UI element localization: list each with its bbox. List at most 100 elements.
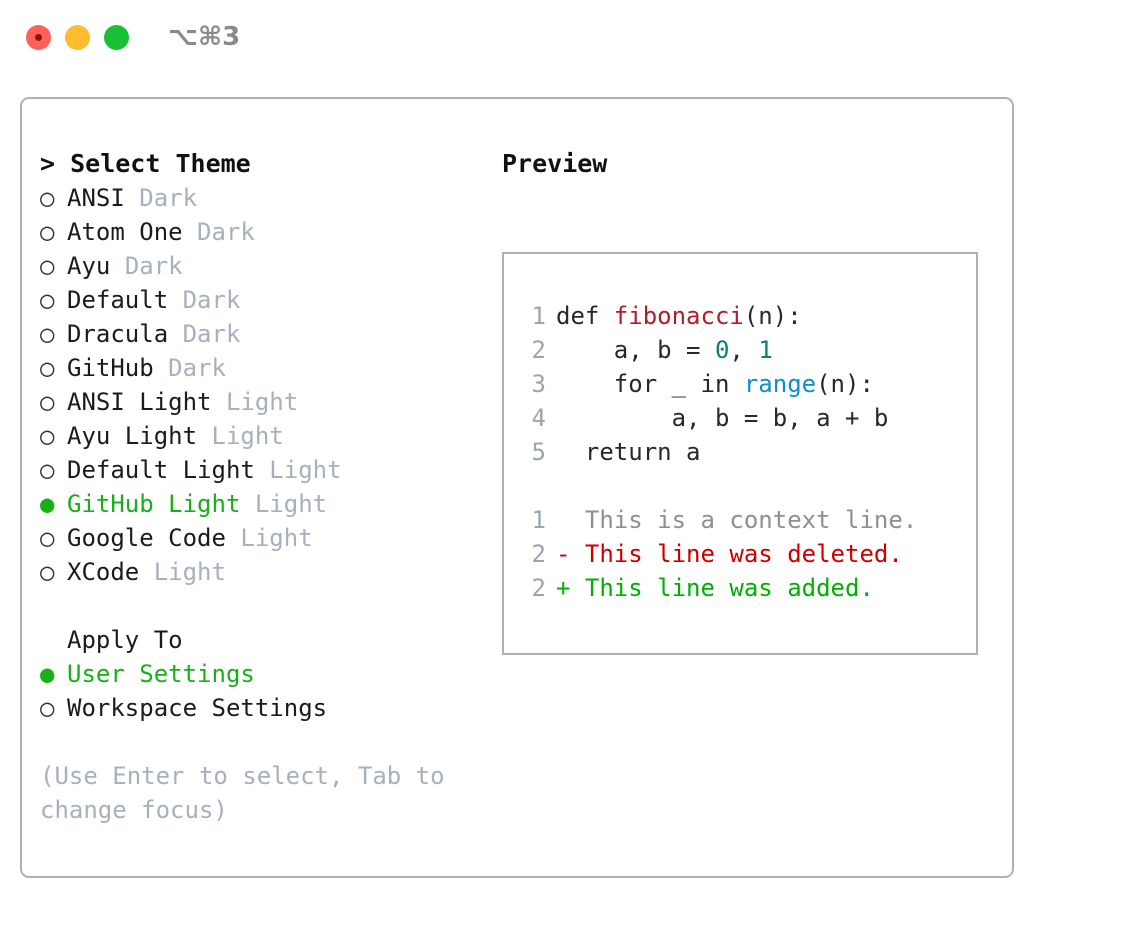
radio-unselected-icon[interactable]: ○ xyxy=(40,422,55,450)
line-number: 1 xyxy=(531,506,546,534)
apply-to-list: ● User Settings ○ Workspace Settings xyxy=(40,657,480,725)
page-title: > Select Theme xyxy=(40,149,251,178)
code-token: a, b = xyxy=(556,336,715,364)
preview-title: Preview xyxy=(502,149,608,178)
code-line: 2 a, b = 0, 1 xyxy=(522,333,917,367)
spacer xyxy=(255,453,269,487)
maximize-window-button[interactable] xyxy=(104,25,129,50)
theme-list-item[interactable]: ○ Dracula Dark xyxy=(40,317,480,351)
apply-to-label: Workspace Settings xyxy=(67,694,328,722)
code-line: 5 return a xyxy=(522,435,917,469)
code-token: a, b = b, a + b xyxy=(556,404,889,432)
theme-kind-badge: Light xyxy=(269,456,342,484)
diff-line: 1 This is a context line. xyxy=(522,503,918,537)
radio-selected-icon[interactable]: ● xyxy=(40,490,55,518)
theme-kind-badge: Light xyxy=(254,490,328,518)
line-number: 5 xyxy=(531,438,546,466)
theme-list-item[interactable]: ● GitHub Light Light xyxy=(40,487,480,521)
apply-to-option[interactable]: ● User Settings xyxy=(40,657,480,691)
theme-list-item[interactable]: ○ Ayu Dark xyxy=(40,249,480,283)
theme-name: ANSI Light xyxy=(67,388,212,416)
line-number: 3 xyxy=(531,370,546,398)
main-card: > Select Theme ○ANSI Dark○Atom One Dark○… xyxy=(20,97,1014,878)
radio-unselected-icon[interactable]: ○ xyxy=(40,184,55,212)
radio-selected-icon[interactable]: ● xyxy=(40,660,55,688)
close-window-button[interactable] xyxy=(26,25,51,50)
radio-unselected-icon[interactable]: ○ xyxy=(40,354,55,382)
code-token: fibonacci xyxy=(613,302,744,330)
spacer xyxy=(154,351,168,385)
radio-unselected-icon[interactable]: ○ xyxy=(40,456,55,484)
radio-unselected-icon[interactable]: ○ xyxy=(40,388,55,416)
theme-list-item[interactable]: ○GitHub Dark xyxy=(40,351,480,385)
theme-kind-badge: Dark xyxy=(168,354,226,382)
theme-name: Default xyxy=(67,286,169,314)
radio-unselected-icon[interactable]: ○ xyxy=(40,252,55,280)
diff-text: This line was deleted. xyxy=(584,540,903,568)
spacer xyxy=(125,181,139,215)
theme-name: GitHub Light xyxy=(67,490,241,518)
apply-to-option[interactable]: ○ Workspace Settings xyxy=(40,691,480,725)
theme-list-item[interactable]: ○Default Light Light xyxy=(40,453,480,487)
code-token: return a xyxy=(556,438,701,466)
theme-list-item[interactable]: ○ Default Dark xyxy=(40,283,480,317)
radio-unselected-icon[interactable]: ○ xyxy=(40,694,55,722)
theme-list-item[interactable]: ○ XCode Light xyxy=(40,555,480,589)
spacer xyxy=(168,317,182,351)
diff-text: This is a context line. xyxy=(584,506,918,534)
theme-name: ANSI xyxy=(67,184,125,212)
theme-selector-pane: > Select Theme ○ANSI Dark○Atom One Dark○… xyxy=(40,147,480,827)
theme-kind-badge: Dark xyxy=(124,252,183,280)
radio-unselected-icon[interactable]: ○ xyxy=(40,524,55,552)
theme-kind-badge: Dark xyxy=(197,218,255,246)
theme-kind-badge: Light xyxy=(225,388,299,416)
radio-unselected-icon[interactable]: ○ xyxy=(40,320,55,348)
code-token: (n): xyxy=(743,302,802,330)
theme-name: Ayu xyxy=(67,252,111,280)
theme-name: Google Code xyxy=(67,524,226,552)
theme-list-item[interactable]: ○ ANSI Light Light xyxy=(40,385,480,419)
line-number: 2 xyxy=(531,574,546,602)
theme-kind-badge: Light xyxy=(153,558,226,586)
window-controls xyxy=(26,25,129,50)
code-line: 3 for _ in range(n): xyxy=(522,367,917,401)
code-token: for _ in xyxy=(556,370,744,398)
theme-list-item[interactable]: ○ ANSI Dark xyxy=(40,181,480,215)
minimize-window-button[interactable] xyxy=(65,25,90,50)
diff-marker xyxy=(556,506,585,534)
spacer xyxy=(226,521,240,555)
line-number: 2 xyxy=(531,540,546,568)
theme-name: Ayu Light xyxy=(67,422,198,450)
blank-line xyxy=(522,469,917,503)
keyboard-shortcut-label: ⌥⌘3 xyxy=(168,22,241,52)
theme-kind-badge: Dark xyxy=(182,320,241,348)
title-bar: ⌥⌘3 xyxy=(0,0,1140,76)
radio-unselected-icon[interactable]: ○ xyxy=(40,558,55,586)
theme-list-item[interactable]: ○Google Code Light xyxy=(40,521,480,555)
code-token: 1 xyxy=(758,336,773,364)
code-token: , xyxy=(729,336,759,364)
radio-unselected-icon[interactable]: ○ xyxy=(40,286,55,314)
apply-to-label: User Settings xyxy=(67,660,255,688)
code-token: 0 xyxy=(714,336,730,364)
diff-line: 2+ This line was added. xyxy=(522,571,917,605)
theme-list-item[interactable]: ○ Ayu Light Light xyxy=(40,419,480,453)
theme-kind-badge: Dark xyxy=(182,286,241,314)
spacer xyxy=(40,589,480,623)
code-token: (n): xyxy=(816,370,874,398)
theme-kind-badge: Dark xyxy=(139,184,198,212)
theme-name: XCode xyxy=(67,558,140,586)
theme-name: Dracula xyxy=(67,320,169,348)
line-number: 2 xyxy=(531,336,546,364)
theme-list-item[interactable]: ○Atom One Dark xyxy=(40,215,480,249)
keyboard-hint: (Use Enter to select, Tab to change focu… xyxy=(40,762,445,824)
apply-to-heading: Apply To xyxy=(67,626,183,654)
line-number: 1 xyxy=(531,302,546,330)
theme-kind-badge: Light xyxy=(211,422,284,450)
diff-marker: + xyxy=(556,574,585,602)
radio-unselected-icon[interactable]: ○ xyxy=(40,218,55,246)
